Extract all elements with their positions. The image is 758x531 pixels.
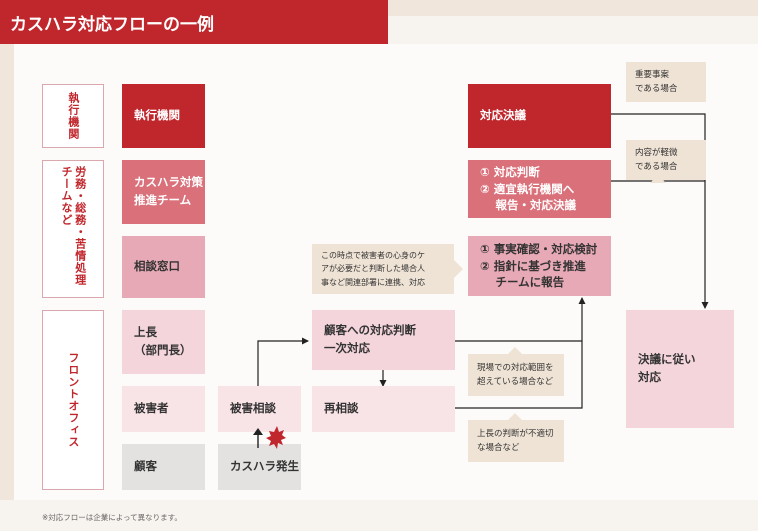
page-title: カスハラ対応フローの一例 <box>0 0 388 44</box>
arrow-team-to-follow <box>611 180 709 309</box>
flow-consult-action: ① 事実確認・対応検討 ② 指針に基づき推進 チームに報告 <box>468 236 611 296</box>
note-minor: 内容が軽微 である場合 <box>626 140 706 180</box>
arrow-judge-to-consult-action <box>455 297 586 342</box>
note-beyond-scope: 現場での対応範囲を 超えている場合など <box>468 354 564 396</box>
group-team: 労務・総務・苦情処理チームなど <box>42 160 104 298</box>
up-arrow-head <box>253 428 263 435</box>
flow-follow-decision: 決議に従い 対応 <box>626 310 734 428</box>
flow-victim-consult: 被害相談 <box>218 386 301 432</box>
role-victim: 被害者 <box>122 386 205 432</box>
group-front: フロントオフィス <box>42 310 104 490</box>
burst-icon <box>266 426 286 449</box>
role-customer: 顧客 <box>122 444 205 490</box>
footnote: ※対応フローは企業によって異なります。 <box>42 513 182 522</box>
note-mental-pointer <box>454 260 463 278</box>
note-improper-pointer <box>507 413 523 421</box>
flow-reconsult: 再相談 <box>312 386 455 432</box>
flow-kasuhara-occur: カスハラ発生 <box>218 444 301 490</box>
arrow-consult-to-judge <box>257 337 309 387</box>
arrow-reconsult-to-consult-action <box>455 341 583 409</box>
note-minor-pointer <box>650 175 666 183</box>
flow-customer-judge: 顧客への対応判断 一次対応 <box>312 310 455 370</box>
role-executive-body: 執行機関 <box>122 84 205 148</box>
group-executive-label: 執行機関 <box>66 92 80 140</box>
header-accent-line <box>388 0 758 16</box>
note-beyond-pointer <box>507 347 523 355</box>
note-improper: 上長の判断が不適切 な場合など <box>468 420 564 462</box>
role-consult-desk: 相談窓口 <box>122 236 205 298</box>
occurrence-marker <box>253 426 286 449</box>
group-executive: 執行機関 <box>42 84 104 148</box>
group-team-label: 労務・総務・苦情処理チームなど <box>60 166 87 286</box>
role-boss: 上長 （部門長） <box>122 310 205 374</box>
note-important: 重要事案 である場合 <box>626 62 706 102</box>
flow-decision: 対応決議 <box>468 84 611 148</box>
flow-promo-action: ① 対応判断 ② 適宜執行機関へ 報告・対応決議 <box>468 160 611 218</box>
group-front-label: フロントオフィス <box>66 352 80 448</box>
role-promo-team: カスハラ対策 推進チーム <box>122 160 205 224</box>
left-border-strip <box>0 44 14 500</box>
note-mental-care: この時点で被害者の心身のケ アが必要だと判断した場合人 事など関連部署に連携、対… <box>312 244 454 294</box>
